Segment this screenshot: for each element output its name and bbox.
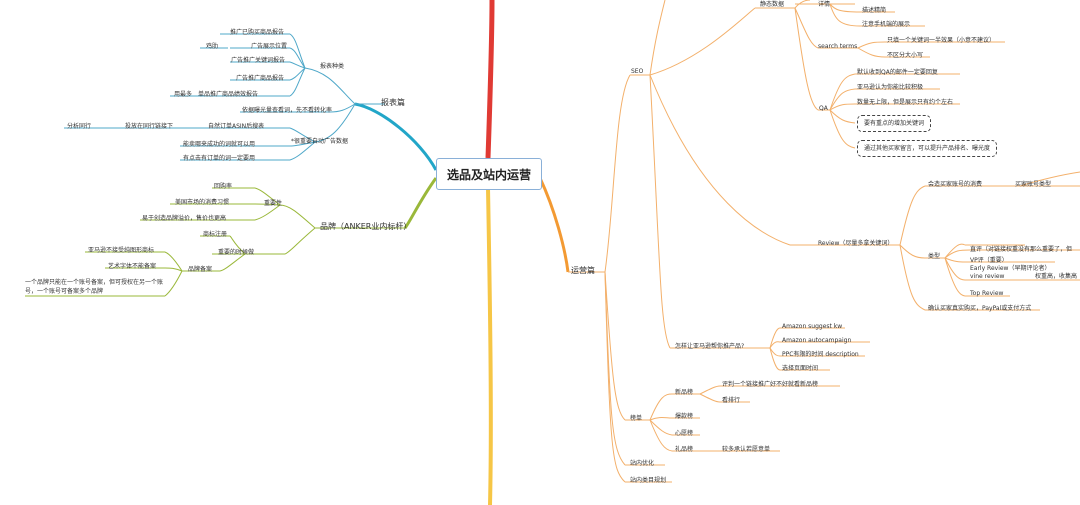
kw-item[interactable]: Amazon suggest kw — [782, 323, 843, 330]
report-type-item[interactable]: 广告展示位置 — [251, 43, 288, 50]
report-note[interactable]: 鸡肋 — [206, 43, 219, 50]
auto-ads-note[interactable]: 分析同行 — [67, 123, 92, 130]
branch-brand — [403, 177, 438, 229]
qa-item[interactable]: 数量无上限，但是展示只有约个左右 — [857, 99, 954, 106]
auto-ads-label[interactable]: *很重要自动广告数据 — [291, 138, 349, 145]
search-terms-item[interactable]: 只填一个关键词一半效果（小意不建议） — [887, 37, 996, 44]
branch-report — [354, 102, 438, 171]
branch-bottom-yellow — [486, 187, 493, 505]
brand-subtree-lines — [25, 187, 405, 297]
brand-trademark-item[interactable]: 商标注册 — [203, 231, 228, 238]
report-type-item[interactable]: 广告推广关键词报告 — [231, 57, 286, 64]
report-type-item[interactable]: 单品推广商品绩效报告 — [198, 91, 259, 98]
static-data-label[interactable]: 静态数据 — [760, 1, 785, 8]
search-terms-item[interactable]: 不区分大小写 — [887, 52, 924, 59]
detail-label[interactable]: 详情 — [818, 1, 831, 8]
brand-importance-item[interactable]: 美国市场的消费习惯 — [175, 199, 230, 206]
brand-registry-item[interactable]: 一个品牌只能在一个账号备案，但可授权在另一个账号，一个账号可备案多个品牌 — [25, 279, 164, 295]
rank-new-item[interactable]: 评判一个链接推广好不好就看新品榜 — [722, 381, 819, 388]
ops-optimize[interactable]: 站内优化 — [630, 460, 655, 467]
detail-item[interactable]: 注意手机端的展示 — [862, 21, 911, 28]
review-label[interactable]: Review（尽量多拿关键词） — [818, 240, 894, 247]
auto-ads-item[interactable]: 能卖哪来成功的词就可以用 — [183, 141, 256, 148]
review-type-item[interactable]: Top Review — [970, 290, 1004, 297]
kw-item[interactable]: 选择页面时间 — [782, 365, 819, 372]
ops-subtree-lines — [568, 0, 1080, 483]
rank-gift-label[interactable]: 礼品榜 — [675, 446, 694, 453]
kw-label[interactable]: 怎样让亚马逊帮你推产品? — [675, 343, 745, 350]
brand-registry-item[interactable]: 艺术字体不能备案 — [108, 263, 157, 270]
qa-label[interactable]: QA — [819, 105, 828, 112]
brand-registry-label[interactable]: 品牌备案 — [188, 266, 213, 273]
review-type-item[interactable]: Early Review（早期评论者） — [970, 265, 1051, 272]
report-type-item[interactable]: 广告推广商品报告 — [236, 75, 285, 82]
brand-trademark-label[interactable]: 重要的时候做 — [218, 249, 255, 256]
rank-item[interactable]: 爆款榜 — [675, 413, 694, 420]
rank-new-item[interactable]: 看排行 — [722, 397, 741, 404]
brand-registry-item[interactable]: 亚马逊不接受纯图形商标 — [88, 247, 155, 254]
report-type-item[interactable]: 推广已购买商品报告 — [230, 29, 285, 36]
review-type-item[interactable]: 直评（对链接权重没有那么重要了，但 — [970, 246, 1073, 253]
report-branch-label[interactable]: 报表篇 — [381, 98, 405, 107]
review-type-note[interactable]: 权重高，收集高 — [1035, 273, 1078, 280]
seo-label[interactable]: SEO — [631, 68, 644, 75]
report-subtree-lines — [64, 33, 385, 161]
rank-label[interactable]: 榜单 — [630, 415, 643, 422]
qa-item[interactable]: 默认收到QA的邮件一定要回复 — [857, 69, 938, 76]
detail-item[interactable]: 描述精简 — [862, 7, 887, 14]
report-item[interactable]: 依据曝光量查看词，先不看转化率 — [242, 107, 333, 114]
rank-gift-item[interactable]: 较多承认若愿意单 — [722, 446, 771, 453]
review-types-label[interactable]: 类型 — [928, 253, 941, 260]
rank-item[interactable]: 心愿榜 — [675, 430, 694, 437]
ops-branch-label[interactable]: 运营篇 — [571, 266, 595, 275]
qa-boxed-item[interactable]: 要有重点的增加关键词 — [857, 115, 932, 132]
report-note[interactable]: 用最多 — [174, 91, 193, 98]
auto-ads-item[interactable]: 有点击有订单的词一定要用 — [183, 155, 256, 162]
auto-ads-sub[interactable]: 投放在同行链接下 — [125, 123, 174, 130]
report-types-label[interactable]: 报表种类 — [320, 63, 345, 70]
qa-boxed-item[interactable]: 通过其他买家留言，可以提升产品排名、曝光度 — [857, 140, 998, 157]
review-type-item[interactable]: VP评（重要） — [970, 257, 1008, 264]
qa-item[interactable]: 亚马逊认为你能比较积极 — [857, 84, 924, 91]
kw-item[interactable]: PPC有限的时间 description — [782, 351, 859, 358]
brand-importance-item[interactable]: 易于创造品牌溢价，售价也更高 — [142, 215, 227, 222]
brand-importance-label[interactable]: 重要性 — [264, 200, 283, 207]
brand-importance-item[interactable]: 回购率 — [214, 183, 233, 190]
review-top[interactable]: 会造买家账号的消费 — [928, 181, 983, 188]
branch-ops — [538, 177, 570, 273]
review-top-sub[interactable]: 买家账号类型 — [1015, 181, 1052, 188]
kw-item[interactable]: Amazon autocampaign — [782, 337, 852, 344]
search-terms-label[interactable]: search terms — [818, 43, 858, 50]
rank-new-label[interactable]: 新品榜 — [675, 389, 694, 396]
review-bottom[interactable]: 确认买家真实购买，PayPal或支付方式 — [928, 305, 1032, 312]
branch-top-red — [485, 0, 495, 159]
ops-category[interactable]: 站内类目规划 — [630, 477, 667, 484]
auto-ads-item[interactable]: 自然订单ASIN后搜表 — [208, 123, 265, 130]
brand-branch-label[interactable]: 品牌（ANKER业内标杆） — [320, 222, 412, 231]
review-type-item[interactable]: vine review — [970, 273, 1005, 280]
central-topic[interactable]: 选品及站内运营 — [436, 158, 542, 190]
